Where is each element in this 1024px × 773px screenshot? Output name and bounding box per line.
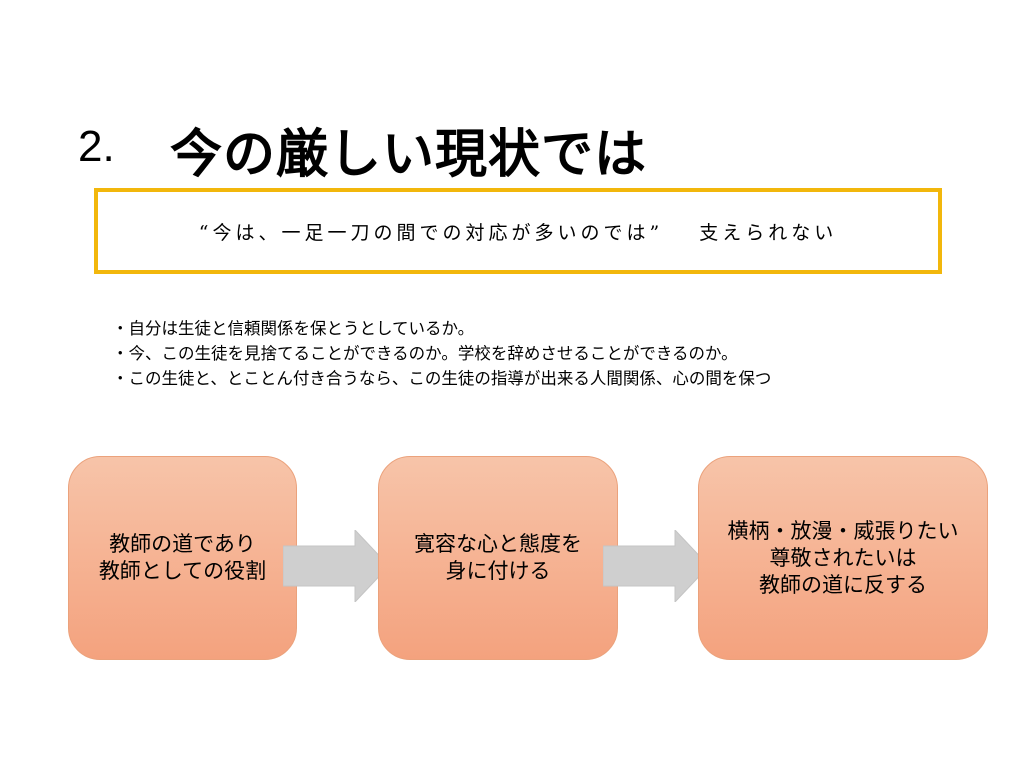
quote-text: “今は、一足一刀の間での対応が多いのでは” xyxy=(198,221,664,244)
bullet-item: ・自分は生徒と信頼関係を保とうとしているか。 xyxy=(112,319,475,338)
node-line: 教師の道であり xyxy=(109,532,256,556)
arrow-right-icon xyxy=(283,530,389,602)
bullet-item: ・この生徒と、とことん付き合うなら、この生徒の指導が出来る人間関係、心の間を保つ xyxy=(112,369,772,388)
node-line: 身に付ける xyxy=(445,559,551,583)
slide-title: 今の厳しい現状では xyxy=(170,125,648,185)
quote-tail: 支えられない xyxy=(699,221,838,244)
quote-box: “今は、一足一刀の間での対応が多いのでは” 支えられない xyxy=(94,188,942,274)
node-line: 寛容な心と態度を xyxy=(414,532,582,556)
node-line: 教師の道に反する xyxy=(759,572,927,597)
flow-node-role: 教師の道であり教師としての役割 xyxy=(68,456,297,660)
node-line: 教師としての役割 xyxy=(98,559,267,583)
flow-node-against-path: 横柄・放漫・威張りたい尊敬されたいは教師の道に反する xyxy=(698,456,988,660)
bullet-list: ・自分は生徒と信頼関係を保とうとしているか。 ・今、この生徒を見捨てることができ… xyxy=(112,316,771,391)
arrow-right-icon xyxy=(603,530,709,602)
node-line: 尊敬されたいは xyxy=(769,545,917,570)
flow-node-tolerance: 寛容な心と態度を身に付ける xyxy=(378,456,618,660)
bullet-item: ・今、この生徒を見捨てることができるのか。学校を辞めさせることができるのか。 xyxy=(112,344,738,363)
node-line: 横柄・放漫・威張りたい xyxy=(727,518,959,543)
slide-number: 2. xyxy=(78,122,115,171)
